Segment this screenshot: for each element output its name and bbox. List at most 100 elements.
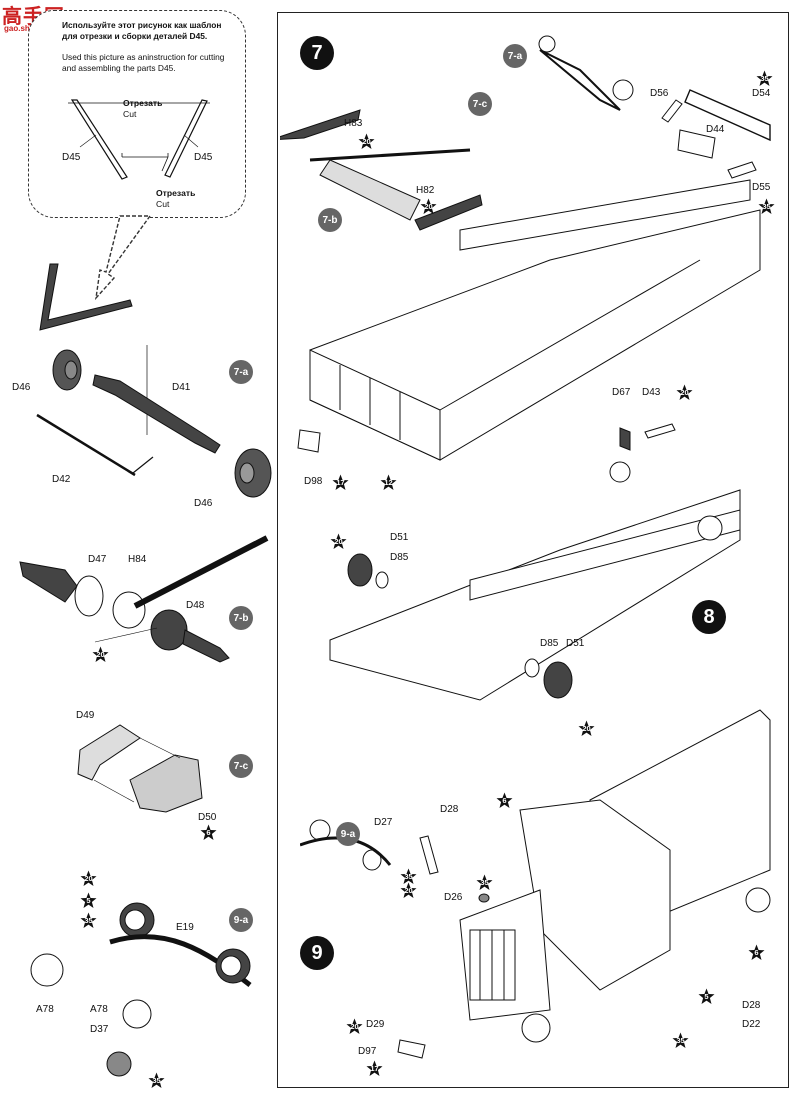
paint-star-number: 35 bbox=[404, 872, 413, 881]
paint-star-number: 5 bbox=[704, 992, 709, 1001]
part-label-d55: D55 bbox=[752, 182, 771, 193]
part-label-d50: D50 bbox=[198, 812, 217, 823]
part-label-e19: E19 bbox=[176, 922, 194, 933]
part-label-d43: D43 bbox=[642, 387, 661, 398]
paint-star-d28a: 6 bbox=[496, 792, 513, 809]
step-9-marker: 9 bbox=[300, 936, 334, 970]
part-label-a78-left: A78 bbox=[36, 1004, 54, 1015]
part-label-d45-left: D45 bbox=[62, 152, 81, 163]
paint-star-d54: 35 bbox=[756, 70, 773, 87]
paint-star-d27b: 20 bbox=[400, 882, 417, 899]
part-label-d22: D22 bbox=[742, 1019, 761, 1030]
front-axle-drawing bbox=[36, 345, 272, 498]
main-instruction-panel bbox=[277, 12, 789, 1088]
sub-badge-7c-main: 7-c bbox=[468, 92, 492, 116]
paint-star-number: 20 bbox=[680, 388, 689, 397]
paint-star-p12: 12 bbox=[380, 474, 397, 491]
part-label-d85-bottom: D85 bbox=[540, 638, 559, 649]
paint-star-number: 6 bbox=[206, 828, 211, 837]
part-label-d98: D98 bbox=[304, 476, 323, 487]
paint-star-number: 20 bbox=[350, 1022, 359, 1031]
part-label-d46-bottom: D46 bbox=[194, 498, 213, 509]
part-label-d48: D48 bbox=[186, 600, 205, 611]
step8-chassis-drawing bbox=[329, 423, 741, 701]
sub-badge-7a: 7-a bbox=[229, 360, 253, 384]
part-label-d67: D67 bbox=[612, 387, 631, 398]
part-label-d41: D41 bbox=[172, 382, 191, 393]
part-label-d27: D27 bbox=[374, 817, 393, 828]
part-label-h83: H83 bbox=[344, 118, 363, 129]
paint-star-number: 17 bbox=[336, 478, 345, 487]
paint-star-number: 20 bbox=[84, 874, 93, 883]
paint-star-number: 35 bbox=[84, 916, 93, 925]
sub-badge-7b: 7-b bbox=[229, 606, 253, 630]
bracket-drawing bbox=[77, 724, 203, 813]
note-bubble bbox=[28, 10, 246, 218]
paint-star-d27a: 35 bbox=[400, 868, 417, 885]
paint-star-e19c: 35 bbox=[80, 912, 97, 929]
cut-label-en-top: Cut bbox=[123, 109, 137, 119]
sub-badge-7c: 7-c bbox=[229, 754, 253, 778]
part-label-d29: D29 bbox=[366, 1019, 385, 1030]
paint-star-number: 20 bbox=[582, 724, 591, 733]
paint-star-d50: 6 bbox=[200, 824, 217, 841]
note-text-ru: Используйте этот рисунок как шаблон для … bbox=[62, 20, 222, 41]
paint-star-number: 20 bbox=[404, 886, 413, 895]
paint-star-d22a: 5 bbox=[698, 988, 715, 1005]
part-label-d26: D26 bbox=[444, 892, 463, 903]
part-label-d97: D97 bbox=[358, 1046, 377, 1057]
paint-star-h82: 20 bbox=[420, 198, 437, 215]
paint-star-d98: 17 bbox=[332, 474, 349, 491]
paint-star-number: 20 bbox=[96, 650, 105, 659]
part-label-d51-top: D51 bbox=[390, 532, 409, 543]
cut-label-en-bottom: Cut bbox=[156, 199, 170, 209]
paint-star-d43: 20 bbox=[676, 384, 693, 401]
paint-star-number: 6 bbox=[502, 796, 507, 805]
part-label-d47: D47 bbox=[88, 554, 107, 565]
headlight-drawing bbox=[30, 902, 252, 1077]
paint-star-number: 35 bbox=[760, 74, 769, 83]
paint-star-d97: 17 bbox=[366, 1060, 383, 1077]
step-8-marker: 8 bbox=[692, 600, 726, 634]
part-label-d28-top: D28 bbox=[440, 804, 459, 815]
part-label-d44: D44 bbox=[706, 124, 725, 135]
part-label-h84: H84 bbox=[128, 554, 147, 565]
step7-chassis-drawing bbox=[280, 35, 771, 461]
part-label-h82: H82 bbox=[416, 185, 435, 196]
part-label-d54: D54 bbox=[752, 88, 771, 99]
paint-star-number: 5 bbox=[86, 896, 91, 905]
part-label-d46-top: D46 bbox=[12, 382, 31, 393]
paint-star-d55: 35 bbox=[758, 198, 775, 215]
part-label-d56: D56 bbox=[650, 88, 669, 99]
part-label-d37: D37 bbox=[90, 1024, 109, 1035]
d45-template-drawing bbox=[68, 99, 210, 180]
paint-star-number: 20 bbox=[362, 137, 371, 146]
paint-star-h84: 20 bbox=[92, 646, 109, 663]
part-label-d51-bottom: D51 bbox=[566, 638, 585, 649]
d45-assembled-drawing bbox=[39, 263, 133, 331]
part-label-d85-top: D85 bbox=[390, 552, 409, 563]
cut-label-ru-bottom: Отрезать bbox=[156, 188, 196, 198]
part-label-d45-right: D45 bbox=[194, 152, 213, 163]
paint-star-number: 17 bbox=[370, 1064, 379, 1073]
sub-badge-9a-main: 9-a bbox=[336, 822, 360, 846]
paint-star-d29: 20 bbox=[346, 1018, 363, 1035]
step9-truck-drawing bbox=[300, 709, 771, 1059]
paint-star-d37: 35 bbox=[148, 1072, 165, 1089]
paint-star-number: 6 bbox=[754, 948, 759, 957]
paint-star-number: 20 bbox=[424, 202, 433, 211]
paint-star-d51a: 20 bbox=[330, 533, 347, 550]
sub-badge-9a: 9-a bbox=[229, 908, 253, 932]
paint-star-number: 35 bbox=[676, 1036, 685, 1045]
paint-star-d22b: 35 bbox=[672, 1032, 689, 1049]
part-label-a78-right: A78 bbox=[90, 1004, 108, 1015]
paint-star-number: 20 bbox=[334, 537, 343, 546]
paint-star-number: 35 bbox=[762, 202, 771, 211]
paint-star-number: 12 bbox=[384, 478, 393, 487]
paint-star-e19a: 20 bbox=[80, 870, 97, 887]
paint-star-d28b: 6 bbox=[748, 944, 765, 961]
paint-star-d51b: 20 bbox=[578, 720, 595, 737]
sub-badge-7a-main: 7-a bbox=[503, 44, 527, 68]
paint-star-number: 35 bbox=[480, 878, 489, 887]
step-7-marker: 7 bbox=[300, 36, 334, 70]
